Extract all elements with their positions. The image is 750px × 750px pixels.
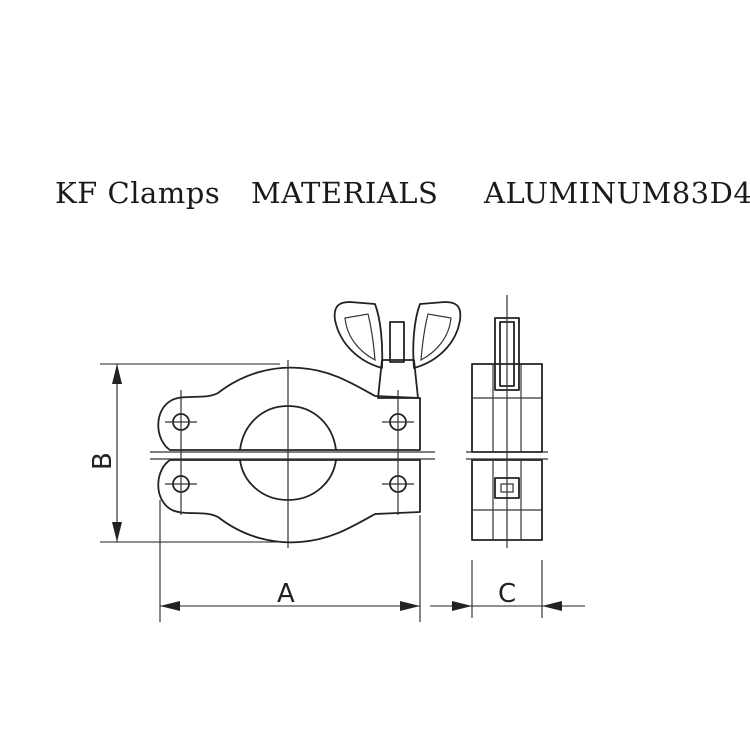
dimension-c [430, 560, 585, 618]
dimension-b [100, 363, 280, 543]
material-value: ALUMINUM83D4 [484, 176, 750, 210]
dim-label-a: A [277, 579, 295, 609]
title-row: KF Clamps MATERIALS ALUMINUM83D4 [0, 176, 750, 220]
wing-nut [333, 301, 462, 399]
materials-label: MATERIALS [251, 176, 439, 210]
upper-clamp-half [157, 366, 421, 451]
dim-label-b: B [88, 452, 118, 470]
product-name: KF Clamps [55, 176, 221, 210]
dim-label-c: C [498, 579, 516, 609]
side-view [466, 295, 548, 548]
dimension-a [159, 500, 421, 622]
lower-clamp-half [157, 459, 421, 544]
front-view [150, 301, 462, 548]
